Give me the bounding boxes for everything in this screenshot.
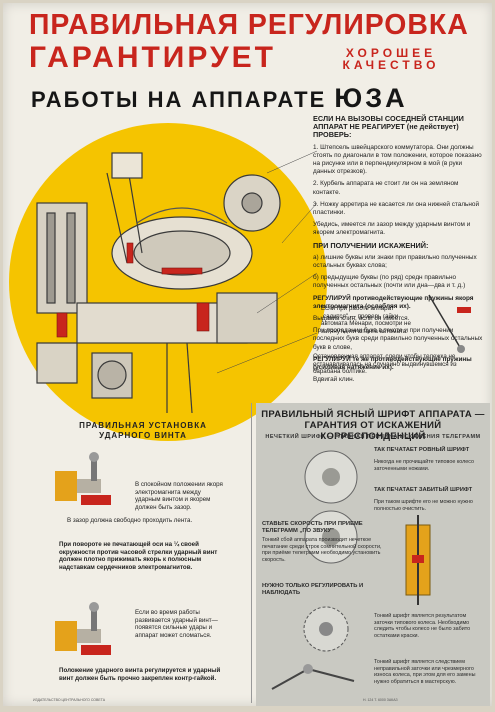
font-panel-subtitle: НЕЧЕТКИЙ ШРИФТ — ГЛАВНАЯ ПРИЧИНА ИСКАЖЕН… (265, 434, 481, 440)
stop-note: Остановленная аппарат, следи чтобы тележ… (313, 353, 457, 376)
distortion-heading: ПРИ ПОЛУЧЕНИИ ИСКАЖЕНИЙ: (313, 240, 429, 250)
striker-illustration-top (55, 452, 111, 505)
title-device-name: ЮЗА (334, 83, 408, 113)
font-panel-title: ПРАВИЛЬНЫЙ ЯСНЫЙ ШРИФТ АППАРАТА — ГАРАНТ… (261, 409, 485, 442)
weight-heading: НУЖНО ТОЛЬКО РЕГУЛИРОВАТЬ И НАБЛЮДАТЬ (262, 583, 364, 596)
lever-illustration (428, 294, 471, 353)
striker-note-tape: В зазор должна свободно проходить лента. (67, 517, 193, 524)
speed-heading: СТАВЬТЕ СКОРОСТЬ ПРИ ПРИЕМЕ ТЕЛЕГРАММ „П… (262, 521, 363, 534)
striker-note-gap: В спокойном положении якоря электромагни… (135, 481, 223, 511)
striker-note-turn: При повороте не печатающей оси на ¼ свое… (59, 541, 218, 571)
title-line-1: ПРАВИЛЬНАЯ РЕГУЛИРОВКА (29, 9, 469, 41)
regulate-2: РЕГУЛИРУЙ те же противодействующие пружи… (313, 355, 472, 372)
title-line-2: ГАРАНТИРУЕТ (29, 41, 276, 74)
footer-left: ИЗДАТЕЛЬСТВО ЦЕНТРАЛЬНОГО СОВЕТА (33, 698, 106, 702)
remove-wedge: Выдавив клин, если он имеется. (313, 315, 410, 323)
speed-text: Тонкий сбой аппарата производит нечеткое… (262, 537, 382, 563)
striker-illustration-bottom (55, 602, 111, 655)
check-2: 2. Курбель аппарата не стоит ли он на зе… (313, 180, 459, 196)
missing-letters: При пропадании букв в тексте и при получ… (313, 327, 483, 351)
striker-heading: ПРАВИЛЬНАЯ УСТАНОВКА УДАРНОГО ВИНТА (79, 421, 207, 440)
type-wheels-illustration (304, 450, 358, 564)
governor-illustration (405, 515, 431, 605)
check-3b: Убедись, имеется ли зазор между ударным … (313, 221, 471, 237)
poster: ПРАВИЛЬНАЯ РЕГУЛИРОВКА ГАРАНТИРУЕТ ХОРОШ… (3, 3, 492, 706)
distortion-b: б) предыдущие буквы (по ряд) средн прави… (313, 274, 466, 290)
title-line-3: РАБОТЫ НА АППАРАТЕ ЮЗА (31, 83, 408, 114)
bottom-text: Тонкий шрифт является следствием неправи… (374, 659, 476, 685)
troubleshooting-column: ЕСЛИ НА ВЫЗОВЫ СОСЕДНЕЙ СТАНЦИИ АППАРАТ … (313, 114, 485, 388)
caption-clogged-font: ТАК ПЕЧАТАЕТ ЗАБИТЫЙ ШРИФТ (374, 487, 473, 493)
weight-text: Тонкий шрифт является результатом заточк… (374, 613, 471, 639)
distortion-a: а) лишние буквы или знаки при правильно … (313, 253, 477, 270)
check-1: 1. Штепсель швейцарского коммутатора. Он… (313, 143, 482, 176)
gear-illustration (303, 606, 349, 652)
striker-note-locknut: Положение ударного винта регулируется и … (59, 667, 221, 682)
check-3: 3. Ножку арретира не касается ли она ниж… (313, 200, 480, 217)
caption-clogged-note: При таком шрифте его не можно нужно полн… (374, 499, 473, 512)
regulate-1: РЕГУЛИРУЙ противодействующие пружины яко… (313, 294, 474, 310)
footer-right: Н. 124 Т. 6000 ЗАКАЗ (363, 698, 398, 702)
title-side-text: ХОРОШЕЕ КАЧЕСТВО (342, 46, 440, 72)
intro-text: ЕСЛИ НА ВЫЗОВЫ СОСЕДНЕЙ СТАНЦИИ АППАРАТ … (313, 114, 464, 140)
cutter-illustration (271, 664, 355, 690)
telegraph-machine-illustration (36, 150, 318, 414)
insert-wedge: Вдвигай клин. (313, 376, 355, 384)
divider-line (251, 403, 252, 703)
caption-clean-font: ТАК ПЕЧАТАЕТ РОВНЫЙ ШРИФТ (374, 447, 470, 453)
font-panel: ПРАВИЛЬНЫЙ ЯСНЫЙ ШРИФТ АППАРАТА — ГАРАНТ… (256, 403, 490, 706)
caption-clean-note: Никогда не прочищайте типовое колесо зат… (374, 459, 475, 472)
title-line-3-prefix: РАБОТЫ НА АППАРАТЕ (31, 87, 327, 112)
sitting-check-note: Если при работе аппарат „садится" — пров… (321, 305, 411, 335)
striker-note-loose: Если во время работы развивается ударный… (135, 609, 218, 639)
